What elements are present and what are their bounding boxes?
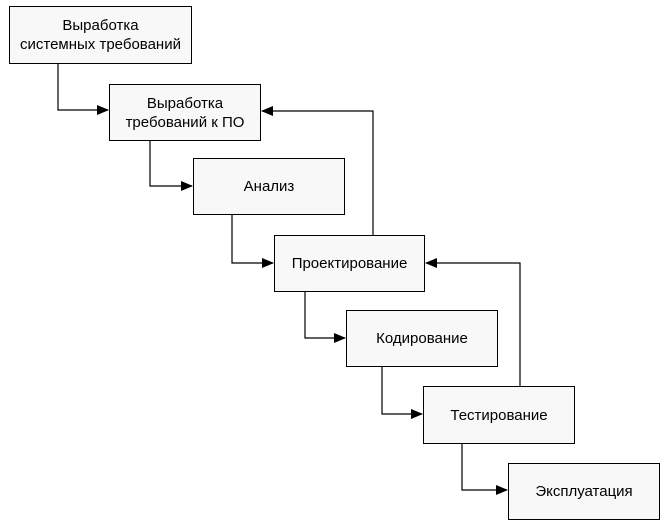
feedback-design-to-software-req — [261, 106, 374, 235]
connector-testing-to-operation — [461, 444, 508, 495]
connector-design-to-coding — [304, 292, 346, 343]
connector-analysis-to-design — [231, 215, 274, 268]
stage-testing: Тестирование — [423, 386, 575, 444]
stage-operation: Эксплуатация — [508, 463, 660, 520]
stage-software-requirements: Выработка требований к ПО — [109, 84, 261, 141]
connector-system-req-to-software-req — [57, 64, 109, 115]
feedback-testing-to-design — [425, 258, 521, 386]
stage-analysis: Анализ — [193, 158, 345, 215]
connector-coding-to-testing — [381, 367, 423, 419]
stage-system-requirements: Выработка системных требований — [9, 6, 192, 64]
connector-software-req-to-analysis — [149, 141, 193, 191]
stage-coding: Кодирование — [346, 310, 498, 367]
stage-design: Проектирование — [274, 235, 425, 292]
